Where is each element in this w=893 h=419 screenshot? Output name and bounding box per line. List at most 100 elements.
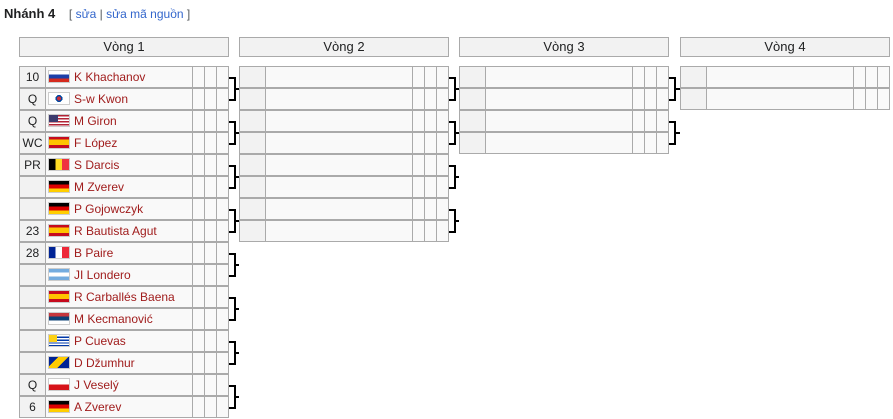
score-cell	[424, 221, 436, 241]
score-cell	[192, 375, 204, 395]
score-cell	[216, 331, 228, 351]
bracket-connector	[234, 176, 239, 178]
player-name-link[interactable]: S-w Kwon	[74, 92, 129, 106]
score-cell	[216, 287, 228, 307]
score-cell	[192, 199, 204, 219]
score-cell	[216, 133, 228, 153]
bracket-connector	[449, 77, 455, 79]
player-row-round2	[239, 110, 449, 132]
player-name-link[interactable]: K Khachanov	[74, 70, 146, 84]
bracket-connector	[234, 88, 239, 90]
bracket-connector	[674, 88, 680, 90]
bracket-connector	[234, 308, 239, 310]
bosnia-flag-icon	[48, 356, 70, 369]
player-row-round4	[680, 66, 890, 88]
player-name-link[interactable]: M Giron	[74, 114, 117, 128]
player-cell: S Darcis	[46, 155, 192, 175]
score-cell	[192, 331, 204, 351]
bracket-connector	[669, 77, 675, 79]
player-row-round1: Q S-w Kwon	[19, 88, 229, 110]
player-row-round1: D Džumhur	[19, 352, 229, 374]
round-header-4: Vòng 4	[680, 37, 890, 57]
bracket-connector	[229, 165, 235, 167]
score-cell	[656, 111, 668, 131]
score-cell	[436, 177, 448, 197]
score-cell	[436, 199, 448, 219]
seed-cell	[20, 199, 46, 219]
player-name-link[interactable]: M Zverev	[74, 180, 125, 194]
spain-flag-icon	[48, 136, 70, 149]
seed-cell	[460, 67, 486, 87]
seed-cell: 10	[20, 67, 46, 87]
bracket-connector	[234, 352, 239, 354]
score-cell	[424, 199, 436, 219]
seed-cell: Q	[20, 89, 46, 109]
score-cell	[204, 155, 216, 175]
bracket-connector	[229, 407, 235, 409]
player-row-round1: M Kecmanović	[19, 308, 229, 330]
bracket-connector	[229, 319, 235, 321]
player-name-link[interactable]: P Gojowczyk	[74, 202, 144, 216]
score-cell	[204, 265, 216, 285]
edit-source-link[interactable]: sửa mã nguồn	[106, 7, 184, 21]
seed-cell: Q	[20, 375, 46, 395]
seed-cell	[240, 199, 266, 219]
edit-link[interactable]: sửa	[75, 7, 97, 21]
bracket-connector	[229, 341, 235, 343]
bracket-connector	[229, 99, 235, 101]
bracket-connector	[229, 187, 235, 189]
player-name-link[interactable]: R Bautista Agut	[74, 224, 157, 238]
player-row-round2	[239, 154, 449, 176]
seed-cell	[240, 221, 266, 241]
player-name-link[interactable]: B Paire	[74, 246, 114, 260]
player-name-link[interactable]: S Darcis	[74, 158, 120, 172]
player-name-link[interactable]: A Zverev	[74, 400, 122, 414]
player-row-round1: P Gojowczyk	[19, 198, 229, 220]
bracket-connector	[674, 132, 680, 134]
player-cell	[266, 89, 412, 109]
seed-cell	[20, 265, 46, 285]
seed-cell	[681, 67, 707, 87]
player-cell	[486, 67, 632, 87]
player-row-round1: JI Londero	[19, 264, 229, 286]
player-name-link[interactable]: J Veselý	[74, 378, 119, 392]
score-cell	[192, 221, 204, 241]
france-flag-icon	[48, 246, 70, 259]
player-row-round3	[459, 88, 669, 110]
seed-cell	[240, 89, 266, 109]
player-name-link[interactable]: D Džumhur	[74, 356, 135, 370]
serbia-flag-icon	[48, 312, 70, 325]
score-cell	[216, 221, 228, 241]
score-cell	[436, 67, 448, 87]
score-cell	[204, 177, 216, 197]
bracket-open: [	[68, 7, 73, 21]
player-row-round3	[459, 110, 669, 132]
bracket-connector	[229, 77, 235, 79]
score-cell	[632, 111, 644, 131]
bracket-connector	[234, 132, 239, 134]
score-cell	[204, 331, 216, 351]
bracket-connector	[234, 396, 239, 398]
score-cell	[204, 111, 216, 131]
seed-cell	[240, 155, 266, 175]
round-header-3: Vòng 3	[459, 37, 669, 57]
player-name-link[interactable]: JI Londero	[74, 268, 131, 282]
player-name-link[interactable]: P Cuevas	[74, 334, 126, 348]
seed-cell: Q	[20, 111, 46, 131]
bracket-connector	[449, 165, 455, 167]
player-cell	[266, 67, 412, 87]
player-row-round2	[239, 220, 449, 242]
player-cell: M Zverev	[46, 177, 192, 197]
player-name-link[interactable]: R Carballés Baena	[74, 290, 175, 304]
seed-cell	[460, 89, 486, 109]
score-cell	[424, 133, 436, 153]
score-cell	[412, 89, 424, 109]
player-name-link[interactable]: M Kecmanović	[74, 312, 153, 326]
score-cell	[436, 89, 448, 109]
score-cell	[656, 133, 668, 153]
score-cell	[436, 221, 448, 241]
player-name-link[interactable]: F López	[74, 136, 118, 150]
germany-flag-icon	[48, 180, 70, 193]
